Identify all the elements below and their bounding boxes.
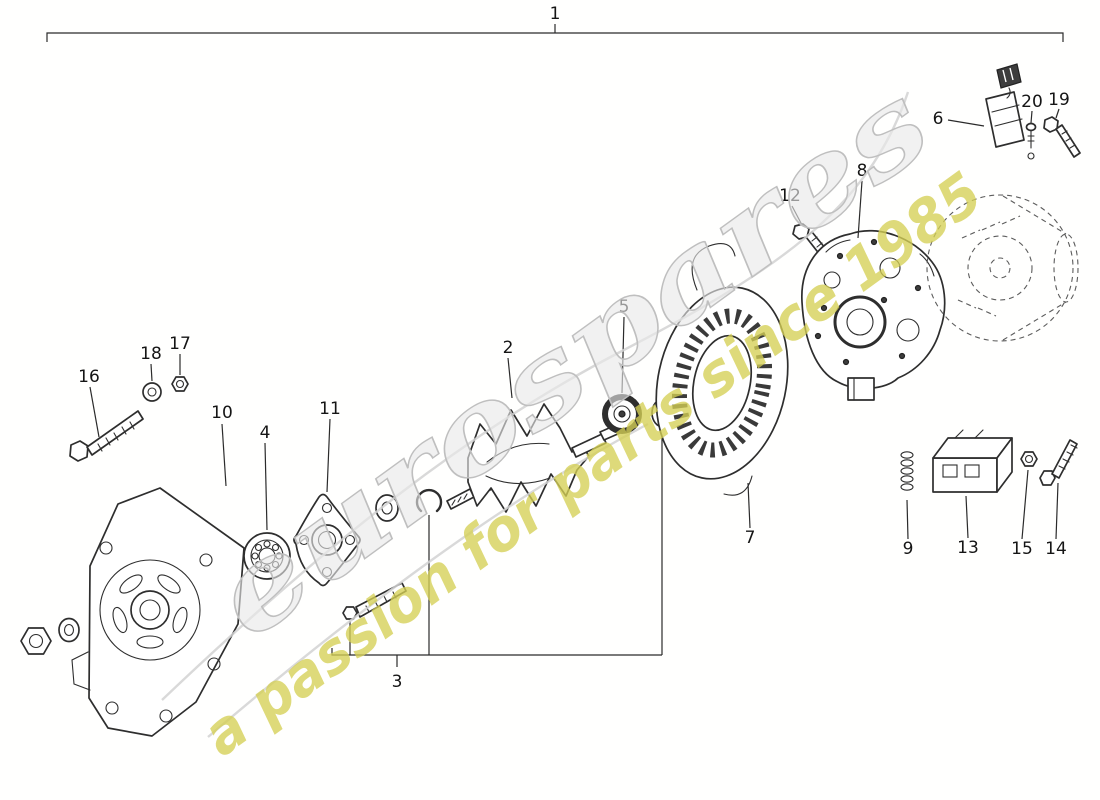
part-label-12[interactable]: 12 xyxy=(779,186,801,206)
washer-18-drawing xyxy=(142,382,162,402)
part-label-18[interactable]: 18 xyxy=(140,344,162,364)
long-bolt-drawing xyxy=(69,410,144,462)
part-label-20[interactable]: 20 xyxy=(1021,92,1043,112)
nut-15-drawing xyxy=(1020,451,1038,467)
label-4: 4 xyxy=(260,423,271,531)
label-7: 7 xyxy=(745,482,756,548)
front-bearing-drawing xyxy=(243,532,291,580)
circlip-drawing xyxy=(415,488,443,513)
part-label-19[interactable]: 19 xyxy=(1048,90,1070,110)
spring-drawing xyxy=(900,451,914,491)
label-18: 18 xyxy=(140,344,162,382)
rotor-drawing xyxy=(446,403,621,513)
part-label-7[interactable]: 7 xyxy=(745,528,756,548)
part-label-9[interactable]: 9 xyxy=(903,539,914,559)
part-label-3[interactable]: 3 xyxy=(392,672,403,692)
watermark-swoosh2-icon xyxy=(207,422,649,738)
label-2: 2 xyxy=(503,338,514,399)
small-screw-drawing xyxy=(342,582,407,620)
screw-20-drawing xyxy=(1025,122,1037,160)
nut-17-drawing xyxy=(171,376,189,392)
label-17: 17 xyxy=(169,334,191,375)
label-6: 6 xyxy=(933,109,985,129)
label-16: 16 xyxy=(78,367,100,438)
label-13: 13 xyxy=(957,495,979,558)
label-8: 8 xyxy=(857,161,868,239)
part-label-11[interactable]: 11 xyxy=(319,399,341,419)
part-label-13[interactable]: 13 xyxy=(957,538,979,558)
label-15: 15 xyxy=(1011,469,1033,559)
part-label-6[interactable]: 6 xyxy=(933,109,944,129)
watermark: eurospares a passion for parts since 198… xyxy=(161,58,995,769)
spacer-ring-drawing xyxy=(375,494,399,522)
part-label-8[interactable]: 8 xyxy=(857,161,868,181)
bolt-19-drawing xyxy=(1043,116,1081,158)
assembly-bracket-1: 1 xyxy=(46,4,1064,42)
front-housing-drawing xyxy=(71,487,245,737)
retainer-plate-drawing xyxy=(293,493,361,587)
part-label-15[interactable]: 15 xyxy=(1011,539,1033,559)
part-label-4[interactable]: 4 xyxy=(260,423,271,443)
label-10: 10 xyxy=(211,403,233,487)
rear-bearing-drawing xyxy=(602,394,642,434)
regulator-drawing xyxy=(932,429,1013,493)
label-5: 5 xyxy=(619,297,630,394)
label-9: 9 xyxy=(903,499,914,559)
bolt-14-drawing xyxy=(1039,439,1078,486)
part-label-1[interactable]: 1 xyxy=(550,4,561,24)
label-19: 19 xyxy=(1048,90,1070,119)
pulley-washer-drawing xyxy=(58,617,80,643)
part-label-5[interactable]: 5 xyxy=(619,297,630,317)
part-label-2[interactable]: 2 xyxy=(503,338,514,358)
label-11: 11 xyxy=(319,399,341,493)
pulley-nut-drawing xyxy=(20,627,52,655)
label-12: 12 xyxy=(779,186,803,226)
watermark-swoosh-icon xyxy=(161,91,910,701)
label-14: 14 xyxy=(1045,482,1067,559)
brush-holder-drawing xyxy=(985,63,1025,148)
part-label-17[interactable]: 17 xyxy=(169,334,191,354)
label-20: 20 xyxy=(1021,92,1043,124)
part-label-14[interactable]: 14 xyxy=(1045,539,1067,559)
part-label-16[interactable]: 16 xyxy=(78,367,100,387)
part-label-10[interactable]: 10 xyxy=(211,403,233,423)
stator-drawing xyxy=(655,243,789,496)
alternator-outline-dashed xyxy=(926,194,1079,342)
rear-housing-drawing xyxy=(801,229,946,401)
